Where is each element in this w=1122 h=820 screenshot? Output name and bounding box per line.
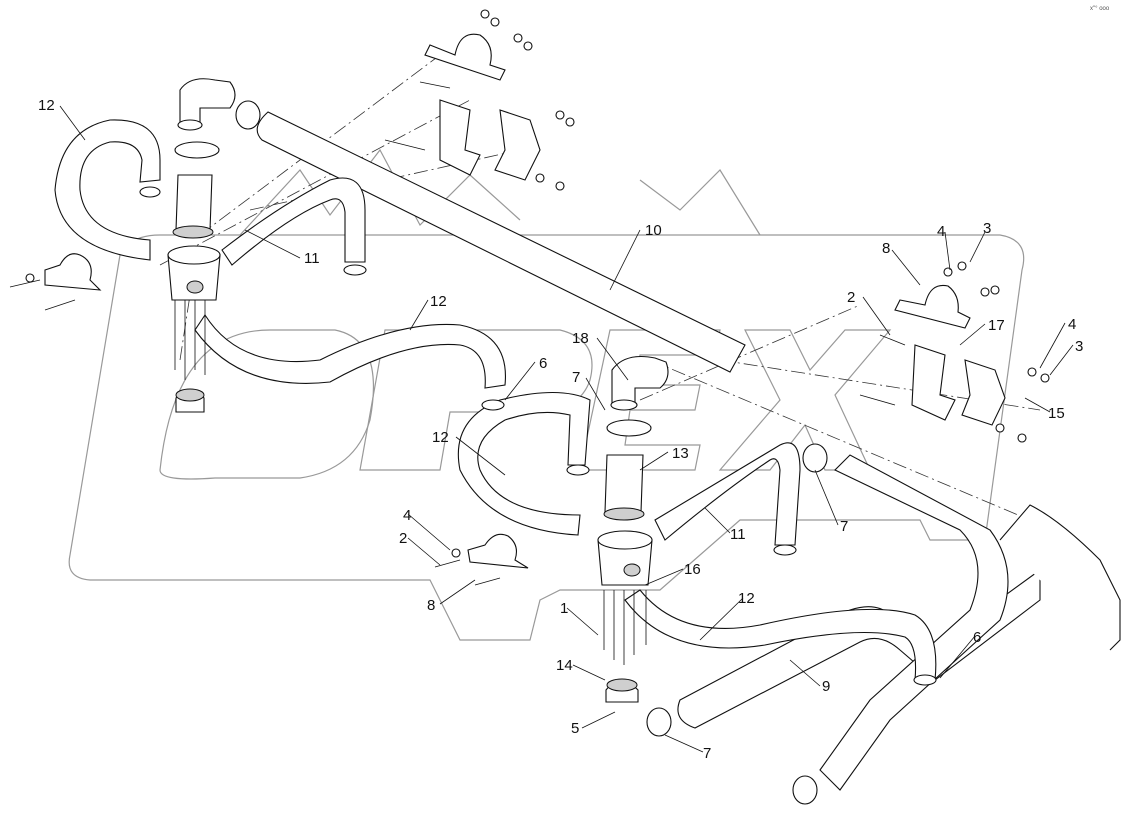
callout-2: 2 xyxy=(847,289,855,306)
hose-12-upper-left xyxy=(54,119,161,261)
callout-15: 15 xyxy=(1048,405,1065,422)
callout-2: 2 xyxy=(399,530,407,547)
mounting-brackets xyxy=(44,33,1006,569)
upper-fitting-stack xyxy=(167,78,236,413)
callout-7: 7 xyxy=(840,518,848,535)
callout-5: 5 xyxy=(571,720,579,737)
callout-9: 9 xyxy=(822,678,830,695)
callout-7: 7 xyxy=(703,745,711,762)
callout-4: 4 xyxy=(1068,316,1076,333)
callout-6: 6 xyxy=(973,629,981,646)
callout-1: 1 xyxy=(560,600,568,617)
callout-12: 12 xyxy=(430,293,447,310)
callout-16: 16 xyxy=(684,561,701,578)
callout-12: 12 xyxy=(38,97,55,114)
callout-17: 17 xyxy=(988,317,1005,334)
callout-3: 3 xyxy=(983,220,991,237)
leader-lines xyxy=(59,105,1074,753)
callout-8: 8 xyxy=(427,597,435,614)
fasteners xyxy=(9,9,1050,586)
callout-18: 18 xyxy=(572,330,589,347)
callout-13: 13 xyxy=(672,445,689,462)
callout-12: 12 xyxy=(738,590,755,607)
hose-12-lower-left xyxy=(457,391,591,536)
watermark-logo xyxy=(68,148,1025,641)
callout-12: 12 xyxy=(432,429,449,446)
callout-14: 14 xyxy=(556,657,573,674)
callout-10: 10 xyxy=(645,222,662,239)
callout-8: 8 xyxy=(882,240,890,257)
hose-11-upper xyxy=(221,177,366,266)
callout-11: 11 xyxy=(304,250,320,267)
callout-4: 4 xyxy=(937,223,945,240)
hose-clamps xyxy=(139,100,937,805)
callout-6: 6 xyxy=(539,355,547,372)
callout-11: 11 xyxy=(730,526,746,543)
callout-4: 4 xyxy=(403,507,411,524)
callout-7: 7 xyxy=(572,369,580,386)
callout-3: 3 xyxy=(1075,338,1083,355)
corner-mark: x"° ooo xyxy=(1090,6,1110,12)
lower-fitting-stack xyxy=(597,355,669,703)
pipe-9 xyxy=(677,454,1121,791)
hose-12-mid xyxy=(194,313,506,389)
pipe-10 xyxy=(256,111,746,373)
callout-labels: 12 11 10 12 6 18 7 12 13 4 3 8 2 17 4 3 … xyxy=(38,6,1110,762)
